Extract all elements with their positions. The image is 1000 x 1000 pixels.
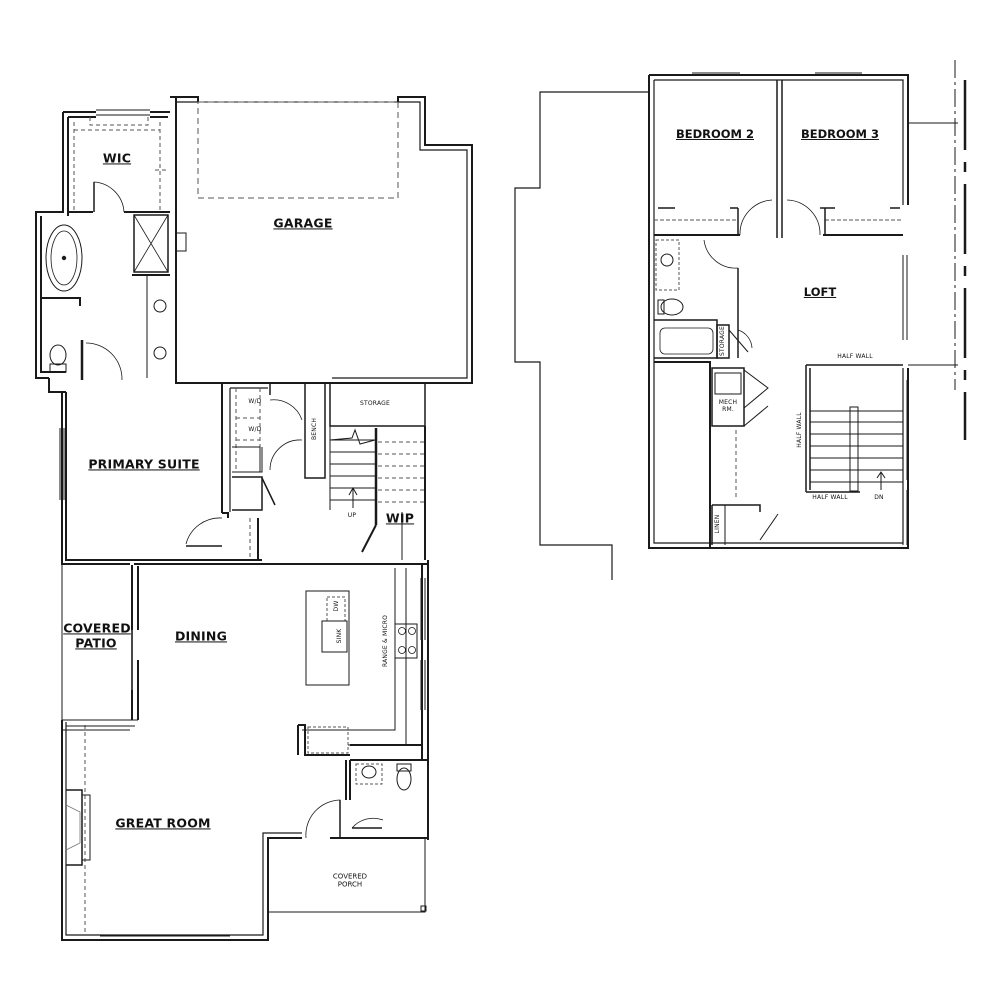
- room-label-wip: WIP: [385, 510, 415, 526]
- room-label-linen: LINEN: [713, 514, 721, 534]
- room-label-great-room: GREAT ROOM: [115, 815, 211, 831]
- half-wall-label-bottom: HALF WALL: [812, 493, 848, 501]
- room-label-mech-line1: MECH: [718, 398, 738, 406]
- room-label-primary-suite: PRIMARY SUITE: [88, 456, 200, 472]
- room-label-bedroom-3: BEDROOM 3: [800, 126, 880, 141]
- fixture-label-dishwasher: DW: [332, 600, 340, 612]
- fixture-label-washer-dryer-2: W/D: [248, 425, 262, 433]
- first-floor-walls: [35, 96, 473, 941]
- room-label-loft: LOFT: [803, 284, 837, 299]
- room-label-mech-line2: RM.: [722, 405, 734, 413]
- room-label-wic: WIC: [102, 150, 132, 166]
- room-label-storage-upstairs: STORAGE: [718, 326, 726, 356]
- room-label-garage: GARAGE: [273, 215, 333, 231]
- room-label-covered-porch-line1: COVERED: [332, 872, 368, 881]
- room-label-bedroom-2: BEDROOM 2: [675, 126, 755, 141]
- half-wall-label-top: HALF WALL: [837, 352, 873, 360]
- fixture-label-sink: SINK: [335, 628, 343, 644]
- fixture-label-bench: BENCH: [310, 417, 318, 441]
- half-wall-label-side: HALF WALL: [795, 412, 803, 448]
- fixture-label-range-micro: RANGE & MICRO: [381, 614, 389, 668]
- second-floor-walls: [514, 60, 967, 580]
- room-label-dining: DINING: [174, 628, 228, 644]
- stair-up-label: UP: [347, 511, 357, 519]
- fixture-label-washer-dryer-1: W/D: [248, 397, 262, 405]
- room-label-covered-patio-line2: PATIO: [75, 635, 117, 651]
- room-label-covered-patio-line1: COVERED: [63, 620, 131, 636]
- room-label-covered-porch-line2: PORCH: [337, 880, 363, 889]
- room-label-storage: STORAGE: [360, 399, 390, 407]
- stair-down-label: DN: [874, 493, 884, 501]
